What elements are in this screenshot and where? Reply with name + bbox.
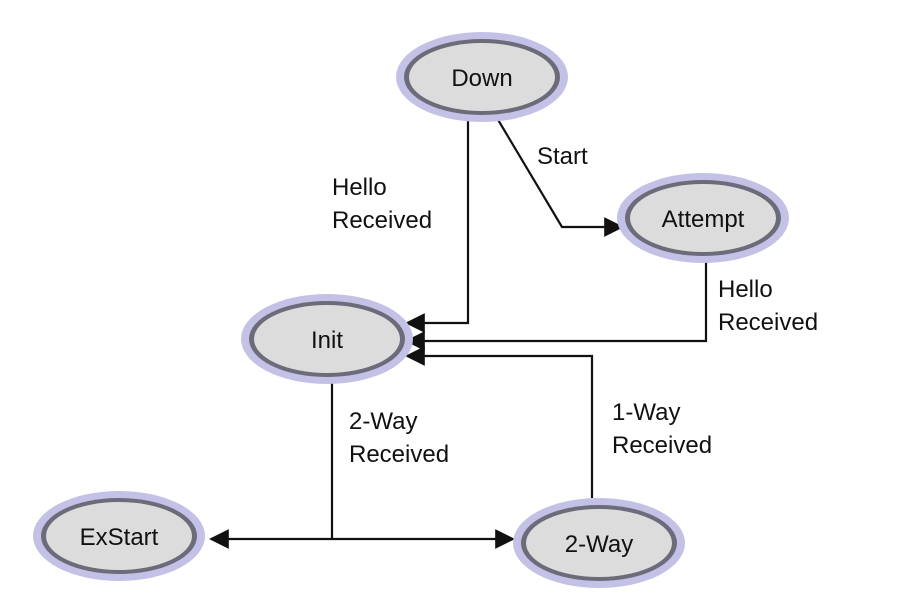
state-2-way-label: 2-Way (565, 531, 633, 558)
label-two-way-received-line1: 2-Way (349, 408, 417, 435)
state-exstart: ExStart (33, 491, 205, 581)
state-down: Down (396, 32, 568, 122)
state-attempt: Attempt (617, 173, 789, 263)
edge-down-to-init (405, 113, 470, 333)
label-hello-received-attempt-line2: Received (718, 309, 818, 336)
label-hello-received-down-line2: Received (332, 207, 432, 234)
edge-twoway-to-init (405, 346, 594, 498)
label-two-way-received-line2: Received (349, 441, 449, 468)
edge-down-to-attempt (493, 112, 624, 237)
state-down-label: Down (451, 65, 512, 92)
state-init: Init (241, 294, 413, 384)
label-one-way-received-line1: 1-Way (612, 399, 680, 426)
label-hello-received-attempt-line1: Hello (718, 276, 773, 303)
label-one-way-received-line2: Received (612, 432, 712, 459)
state-exstart-label: ExStart (80, 524, 159, 551)
state-2-way: 2-Way (513, 498, 685, 588)
label-hello-received-down-line1: Hello (332, 174, 387, 201)
state-attempt-label: Attempt (662, 206, 745, 233)
state-init-label: Init (311, 327, 343, 354)
edge-attempt-to-init (405, 262, 708, 351)
label-start: Start (537, 143, 588, 170)
